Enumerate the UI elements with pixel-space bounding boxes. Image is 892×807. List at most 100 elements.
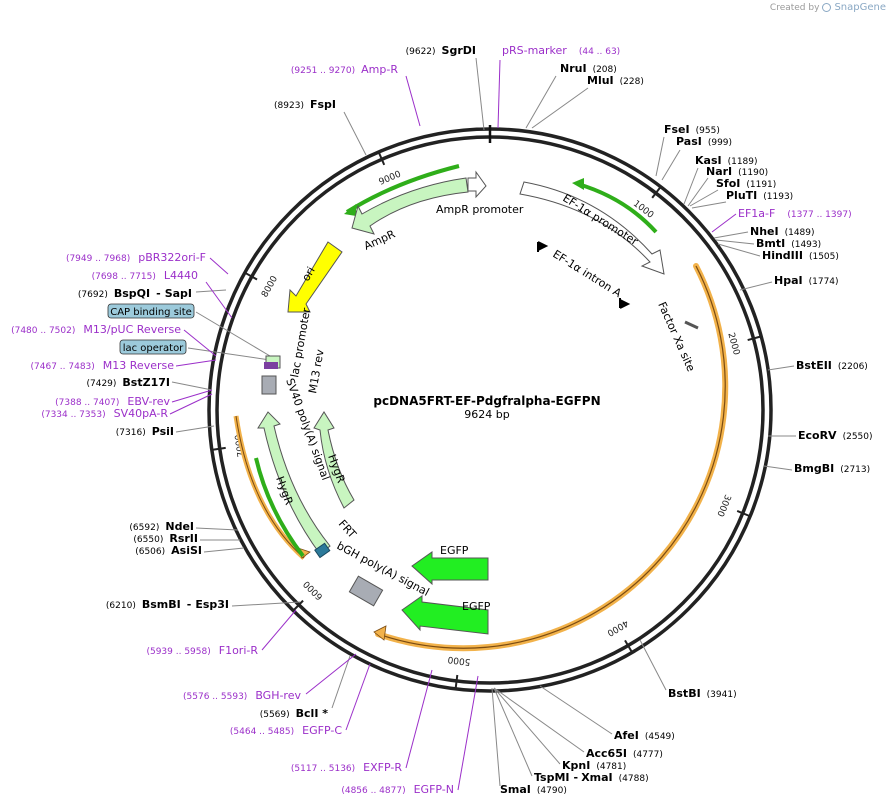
leader-line-24 xyxy=(171,381,213,391)
scale-label-4000: 4000 xyxy=(605,617,630,637)
cap-binding-site-box xyxy=(107,303,195,319)
scale-tick-1000 xyxy=(651,186,662,199)
amp-r-arrow xyxy=(351,177,469,235)
enzyme-bsteii: BstEII(2206) xyxy=(796,359,868,372)
leader-line-28 xyxy=(203,547,245,553)
scale-label-8000: 8000 xyxy=(260,274,280,299)
green-track-top-right-arrowhead xyxy=(572,178,584,190)
egfp-arrow-2 xyxy=(401,595,489,635)
leader-line-8 xyxy=(713,231,749,239)
leader-line-34 xyxy=(405,75,421,127)
orange-track-right-core xyxy=(377,265,726,649)
lac-operator-box xyxy=(119,339,187,355)
primer-exfp-r: (5117 .. 5136)EXFP-R xyxy=(291,761,402,774)
ef1a-intron-start-glyph xyxy=(537,241,549,252)
enzyme-acc65i: Acc65I(4777) xyxy=(586,747,663,760)
enzyme-bsmbi-esp3i: (6210)BsmBI-Esp3I xyxy=(106,598,229,611)
leader-line-16 xyxy=(539,685,613,735)
hygr-arrow-left xyxy=(257,411,331,555)
leader-line-42 xyxy=(261,609,297,651)
egfp-arrow-1 xyxy=(411,551,489,586)
primer-bgh-rev: (5576 .. 5593)BGH-rev xyxy=(183,689,301,702)
enzyme-bstz17i: (7429)BstZ17I xyxy=(86,376,170,389)
scale-label-2000: 2000 xyxy=(725,332,741,357)
green-track-left xyxy=(254,457,305,558)
leader-line-39 xyxy=(175,359,217,367)
leader-line-35 xyxy=(711,213,737,233)
frt-marker xyxy=(314,542,331,559)
brand-prefix: Created by xyxy=(769,2,820,13)
leader-line-37 xyxy=(205,281,233,319)
enzyme-nari: NarI(1190) xyxy=(706,165,768,178)
enzyme-pasi: PasI(999) xyxy=(676,135,732,148)
enzyme-asisi: (6506)AsiSI xyxy=(135,544,202,557)
primer-sv40pa-r: (7334 .. 7353)SV40pA-R xyxy=(41,407,168,420)
label-ef1a-promoter: EF-1α promoter xyxy=(560,192,640,249)
leader-line-40 xyxy=(171,389,213,403)
leader-line-1 xyxy=(531,87,589,129)
cap-binding-site-label: CAP binding site xyxy=(110,307,192,318)
plasmid-name: pcDNA5FRT-EF-Pdgfralpha-EGFPN xyxy=(373,394,600,408)
primer-m13-puc-reverse: (7480 .. 7502)M13/pUC Reverse xyxy=(11,323,181,336)
leader-line-18 xyxy=(493,687,561,765)
leader-line-23 xyxy=(195,289,227,293)
leader-line-20 xyxy=(491,687,501,787)
leader-line-10 xyxy=(717,243,761,257)
enzyme-afei: AfeI(4549) xyxy=(614,729,675,742)
enzyme-pluti: PluTI(1193) xyxy=(726,189,793,202)
factor-xa-site-glyph xyxy=(684,320,699,330)
primer-m13-reverse: (7467 .. 7483)M13 Reverse xyxy=(31,359,175,372)
enzyme-mlui: MluI(228) xyxy=(587,74,644,87)
leader-line-0 xyxy=(525,75,557,129)
scale-label-6000: 6000 xyxy=(302,578,326,601)
orange-track-right-arrowhead xyxy=(373,625,387,641)
ori-arrow xyxy=(287,241,343,313)
leader-line-26 xyxy=(195,527,239,531)
enzyme-kasi: KasI(1189) xyxy=(695,154,758,167)
enzyme-tspmi-xmai: TspMI-XmaI(4788) xyxy=(534,771,649,784)
scale-tick-7000 xyxy=(211,446,226,451)
enzyme-ecorv: EcoRV(2550) xyxy=(798,429,873,442)
leader-line-22 xyxy=(343,111,367,156)
enzyme-labels-left: (9622)SgrDI (8923)FspI (7692)BspQI-SapI … xyxy=(78,44,476,720)
enzyme-fspi: (8923)FspI xyxy=(274,98,336,111)
sv40-polya-block xyxy=(261,375,277,395)
leader-layer xyxy=(169,57,796,791)
leader-line-45 xyxy=(405,669,433,769)
brand-name: SnapGene xyxy=(834,2,886,13)
boxed-labels: CAP binding site lac operator xyxy=(107,303,195,355)
enzyme-ndei: (6592)NdeI xyxy=(129,520,194,533)
label-hygr-left: HygR xyxy=(273,475,295,507)
scale-tick-3000 xyxy=(736,510,751,518)
enzyme-bstbi: BstBI(3941) xyxy=(668,687,737,700)
enzyme-hpai: HpaI(1774) xyxy=(774,274,839,287)
enzyme-bmgbi: BmgBI(2713) xyxy=(794,462,870,475)
scale-label-3000: 3000 xyxy=(714,493,732,518)
label-egfp-1: EGFP xyxy=(440,544,469,557)
enzyme-nrui: NruI(208) xyxy=(560,62,617,75)
hygr-arrow-right xyxy=(313,411,355,509)
enzyme-bcli: (5569)BclI * xyxy=(260,707,329,720)
leader-line-17 xyxy=(493,687,585,753)
primer-ebv-rev: (7388 .. 7407)EBV-rev xyxy=(55,395,170,408)
leader-line-25 xyxy=(175,425,215,433)
leader-line-6 xyxy=(689,189,719,207)
leader-line-36 xyxy=(209,257,229,275)
enzyme-bspqi-sapi: (7692)BspQI-SapI xyxy=(78,287,192,300)
primer-egfp-c: (5464 .. 5485)EGFP-C xyxy=(230,724,342,737)
enzyme-bmti: BmtI(1493) xyxy=(756,237,821,250)
orange-track-left-core xyxy=(235,415,305,559)
leader-line-2 xyxy=(655,136,665,177)
leader-line-31 xyxy=(195,311,271,357)
enzyme-fsei: FseI(955) xyxy=(664,123,720,136)
leader-line-19 xyxy=(493,687,533,777)
enzyme-psii: (7316)PsiI xyxy=(116,425,174,438)
leader-line-32 xyxy=(187,347,271,361)
enzyme-smai: SmaI(4790) xyxy=(500,783,567,796)
leader-line-11 xyxy=(739,281,773,291)
ef1a-intron-end-glyph xyxy=(619,298,631,309)
scale-tick-9000 xyxy=(377,151,386,166)
primer-f1ori-r: (5939 .. 5958)F1ori-R xyxy=(146,644,258,657)
snapgene-logo-icon xyxy=(822,3,832,12)
